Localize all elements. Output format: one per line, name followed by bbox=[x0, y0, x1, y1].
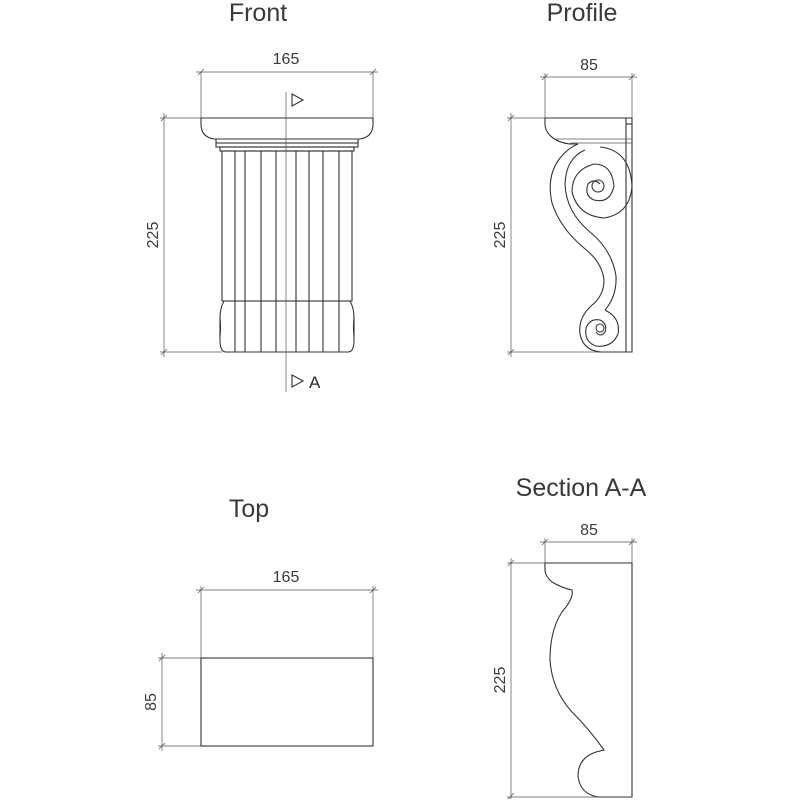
profile-view: Profile 85 225 bbox=[492, 0, 637, 357]
front-base bbox=[219, 300, 355, 353]
profile-height-label: 225 bbox=[492, 222, 509, 249]
section-hatched-profile bbox=[544, 562, 633, 798]
section-width-dimension: 85 bbox=[540, 522, 637, 563]
section-view: Section A-A 85 225 bbox=[492, 474, 647, 800]
top-width-dimension: 165 bbox=[196, 569, 378, 658]
section-width-label: 85 bbox=[580, 522, 598, 539]
front-view: Front 165 225 bbox=[145, 0, 378, 392]
section-height-dimension: 225 bbox=[492, 558, 600, 800]
profile-view-title: Profile bbox=[547, 0, 618, 27]
top-view: Top 165 85 bbox=[143, 495, 378, 751]
front-width-dimension: 165 bbox=[196, 51, 378, 118]
front-capital bbox=[200, 117, 374, 140]
top-view-title: Top bbox=[229, 495, 269, 523]
front-height-dimension: 225 bbox=[145, 113, 222, 357]
front-width-label: 165 bbox=[273, 51, 300, 68]
profile-height-dimension: 225 bbox=[492, 113, 600, 357]
section-arrow-top-icon bbox=[291, 93, 305, 107]
top-height-label: 85 bbox=[143, 693, 160, 711]
front-view-title: Front bbox=[229, 0, 287, 27]
top-width-label: 165 bbox=[273, 569, 300, 586]
front-height-label: 225 bbox=[145, 222, 162, 249]
profile-bracket-outline bbox=[544, 117, 633, 353]
front-shaft bbox=[221, 150, 353, 302]
section-arrow-bottom-icon bbox=[291, 374, 305, 388]
top-outline bbox=[200, 657, 374, 747]
profile-width-label: 85 bbox=[580, 57, 598, 74]
profile-width-dimension: 85 bbox=[540, 57, 637, 118]
top-height-dimension: 85 bbox=[143, 653, 205, 751]
section-view-title: Section A-A bbox=[516, 474, 647, 502]
section-marker-label: A bbox=[309, 373, 321, 392]
section-height-label: 225 bbox=[492, 667, 509, 694]
front-flutes bbox=[234, 151, 340, 352]
